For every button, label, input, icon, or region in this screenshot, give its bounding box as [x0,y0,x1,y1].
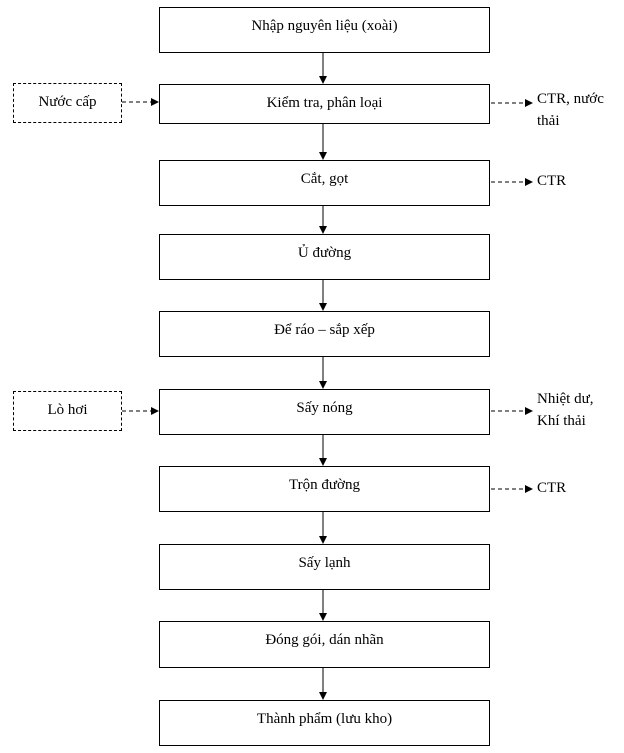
output-line: CTR [537,173,567,189]
output-say-nong: Nhiệt dư, Khí thải [537,388,593,432]
output-tron-duong: CTR [537,477,566,499]
input-lo-hoi: Lò hơi [13,391,122,431]
step-label: Trộn đường [289,477,360,493]
step-u-duong: Ủ đường [159,234,490,280]
step-label: Sấy lạnh [298,555,351,571]
step-kiem-tra-phan-loai: Kiểm tra, phân loại [159,84,490,124]
step-label: Sấy nóng [296,400,353,416]
step-label: Cắt, gọt [300,171,349,187]
output-line: Khí thải [537,413,586,429]
output-line: CTR [537,480,567,496]
step-nhap-nguyen-lieu: Nhập nguyên liệu (xoài) [159,7,490,53]
step-say-nong: Sấy nóng [159,389,490,435]
input-nuoc-cap: Nước cấp [13,83,122,123]
step-thanh-pham: Thành phẩm (lưu kho) [159,700,490,746]
step-label: Kiểm tra, phân loại [266,95,383,111]
output-line: CTR, nước [537,91,604,107]
step-dong-goi-dan-nhan: Đóng gói, dán nhãn [159,621,490,668]
output-line: Nhiệt dư, [537,391,594,407]
output-cat-got: CTR [537,170,566,192]
input-label: Nước cấp [38,94,97,110]
step-label: Để ráo – sắp xếp [274,322,375,338]
step-label: Đóng gói, dán nhãn [265,632,384,648]
step-de-rao-sap-xep: Để ráo – sắp xếp [159,311,490,357]
input-label: Lò hơi [47,402,88,418]
step-say-lanh: Sấy lạnh [159,544,490,590]
step-tron-duong: Trộn đường [159,466,490,512]
step-label: Ủ đường [297,245,352,261]
step-cat-got: Cắt, gọt [159,160,490,206]
step-label: Nhập nguyên liệu (xoài) [251,18,398,34]
step-label: Thành phẩm (lưu kho) [256,711,393,727]
output-line: thải [537,113,560,129]
output-kiem-tra: CTR, nước thải [537,88,604,132]
